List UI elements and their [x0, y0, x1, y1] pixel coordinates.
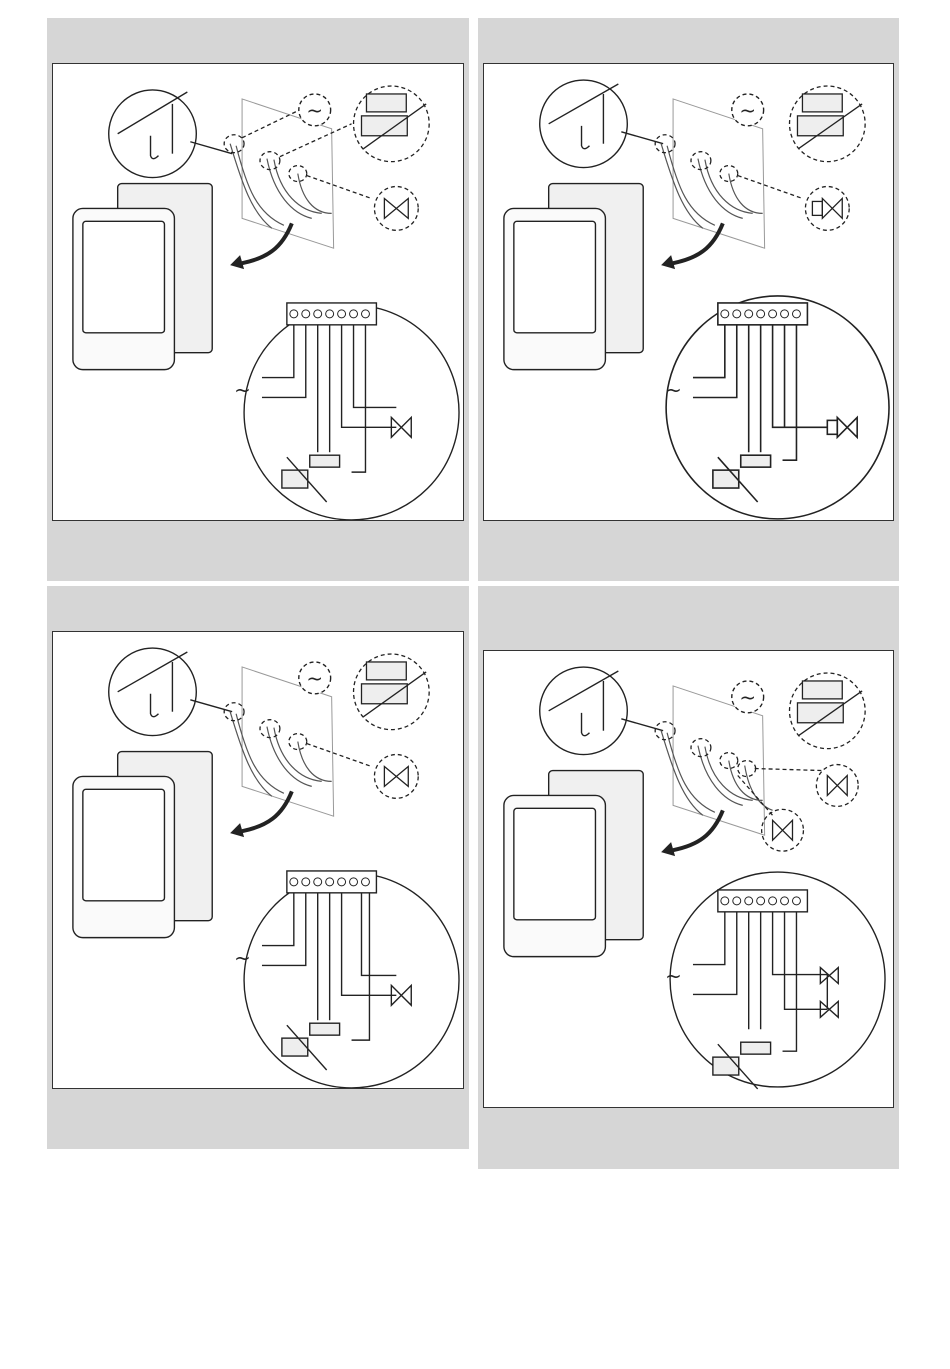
ac-symbol: ~	[739, 686, 756, 709]
valve-callout-2	[762, 809, 804, 851]
strip-length-detail	[109, 90, 232, 178]
ac-symbol-callout: ~	[732, 94, 764, 126]
ac-symbol-callout: ~	[732, 681, 764, 713]
wiring-diagram-4: ~	[484, 651, 893, 1107]
wiring-panel-4: ~	[478, 586, 899, 1169]
ac-symbol: ~	[306, 667, 323, 690]
supply-symbol: ~	[234, 378, 251, 401]
strip-length-detail	[109, 648, 232, 736]
wiring-diagram-frame: ~	[52, 631, 464, 1089]
ac-symbol: ~	[739, 99, 756, 122]
valve-callout	[374, 187, 418, 231]
terminal-detail	[244, 303, 459, 520]
supply-symbol: ~	[665, 378, 682, 401]
valve-callout-1	[816, 765, 858, 807]
valve-icon	[384, 198, 408, 218]
valve-icon	[384, 766, 408, 786]
wiring-panel-2: ~	[478, 18, 899, 581]
insert-arrow	[242, 223, 292, 263]
wiring-diagram-frame: ~	[483, 63, 894, 521]
strip-length-detail	[540, 80, 663, 168]
terminal-detail	[670, 872, 885, 1089]
ac-symbol-callout: ~	[299, 94, 331, 126]
wiring-diagram-2: ~	[484, 64, 893, 520]
valve-icon	[773, 820, 793, 840]
fan-coil-callout	[354, 86, 430, 162]
valve-icon-wired-1	[820, 968, 838, 984]
three-way-valve-icon-wired	[837, 417, 857, 437]
terminal-detail	[666, 296, 889, 519]
thermostat	[73, 184, 212, 370]
supply-symbol: ~	[234, 946, 251, 969]
strip-length-detail	[540, 667, 663, 755]
wiring-diagram-3: ~	[53, 632, 463, 1088]
valve-callout	[805, 187, 849, 231]
valve-callout	[374, 755, 418, 799]
wiring-diagram-1: ~	[53, 64, 463, 520]
three-way-valve-icon	[822, 198, 842, 218]
valve-icon	[827, 776, 847, 796]
wiring-diagram-frame: ~	[52, 63, 464, 521]
cable-callouts	[224, 109, 371, 199]
supply-symbol: ~	[665, 964, 682, 987]
wiring-panel-1: ~	[47, 18, 469, 581]
terminal-detail	[244, 871, 459, 1088]
ac-symbol: ~	[306, 99, 323, 122]
wiring-diagram-frame: ~	[483, 650, 894, 1108]
wiring-panel-3: ~	[47, 586, 469, 1149]
ac-symbol-callout: ~	[299, 662, 331, 694]
